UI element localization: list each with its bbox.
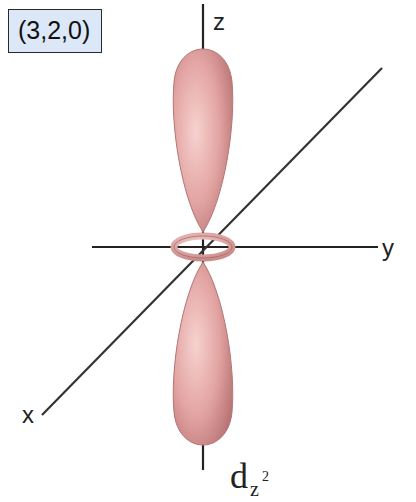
axis-label: z <box>213 10 225 34</box>
axis-label: y <box>382 236 394 260</box>
axis-label: x <box>22 403 34 427</box>
quantum-number-box: (3,2,0) <box>8 9 102 53</box>
orbital-name: d <box>230 458 248 494</box>
orbital-subscript: z <box>250 479 259 499</box>
orbital-superscript: 2 <box>262 470 269 484</box>
torus-ring <box>174 236 232 258</box>
lower-lobe <box>173 262 233 445</box>
upper-lobe <box>173 49 233 232</box>
torus-edge <box>174 236 232 258</box>
box-text: (3,2,0) <box>18 16 92 45</box>
